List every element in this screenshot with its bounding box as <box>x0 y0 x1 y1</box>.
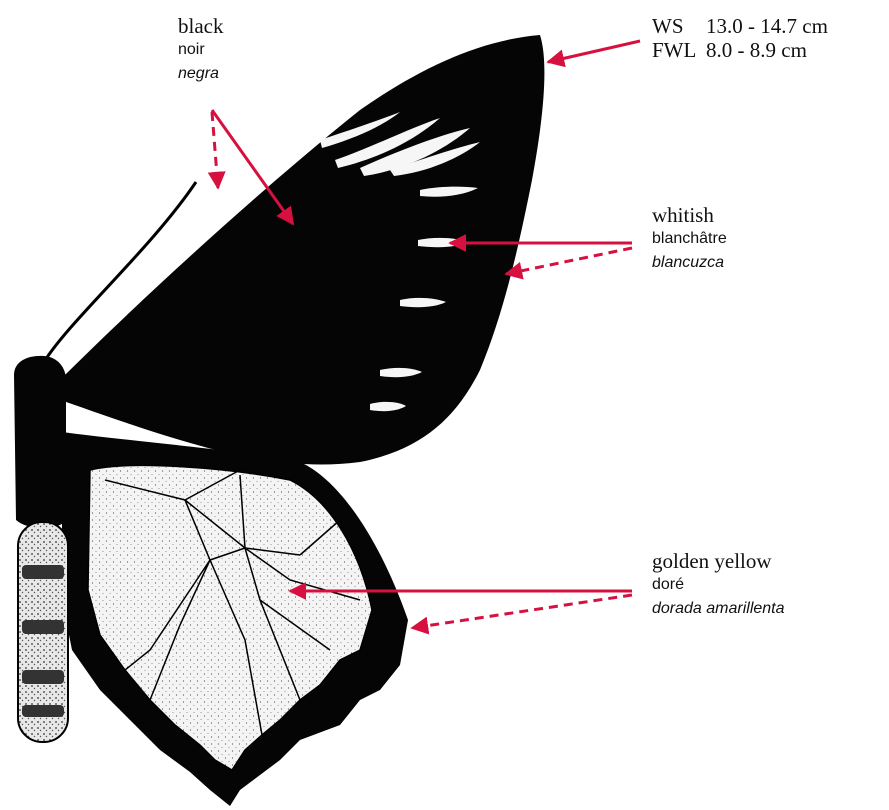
label-golden-es: dorada amarillenta <box>652 597 785 621</box>
label-golden-fr: doré <box>652 573 785 597</box>
label-black-es: negra <box>178 62 223 86</box>
measurement-ws-value: 13.0 - 14.7 cm <box>706 14 828 38</box>
label-whitish-en: whitish <box>652 203 727 227</box>
label-black: black noir negra <box>178 14 223 86</box>
label-whitish-es: blancuzca <box>652 251 727 275</box>
measurement-fwl-key: FWL <box>652 38 706 62</box>
label-whitish: whitish blanchâtre blancuzca <box>652 203 727 275</box>
measurement-fwl-value: 8.0 - 8.9 cm <box>706 38 807 62</box>
label-golden: golden yellow doré dorada amarillenta <box>652 549 785 621</box>
label-black-fr: noir <box>178 38 223 62</box>
arrow-whitish-dashed <box>506 248 632 274</box>
arrow-ws <box>548 41 640 62</box>
arrow-black-dashed <box>212 112 218 188</box>
thorax <box>14 356 66 528</box>
label-golden-en: golden yellow <box>652 549 785 573</box>
label-black-en: black <box>178 14 223 38</box>
measurement-ws-key: WS <box>652 14 706 38</box>
forewing <box>60 35 544 465</box>
arrow-golden-dashed <box>412 595 632 628</box>
label-whitish-fr: blanchâtre <box>652 227 727 251</box>
